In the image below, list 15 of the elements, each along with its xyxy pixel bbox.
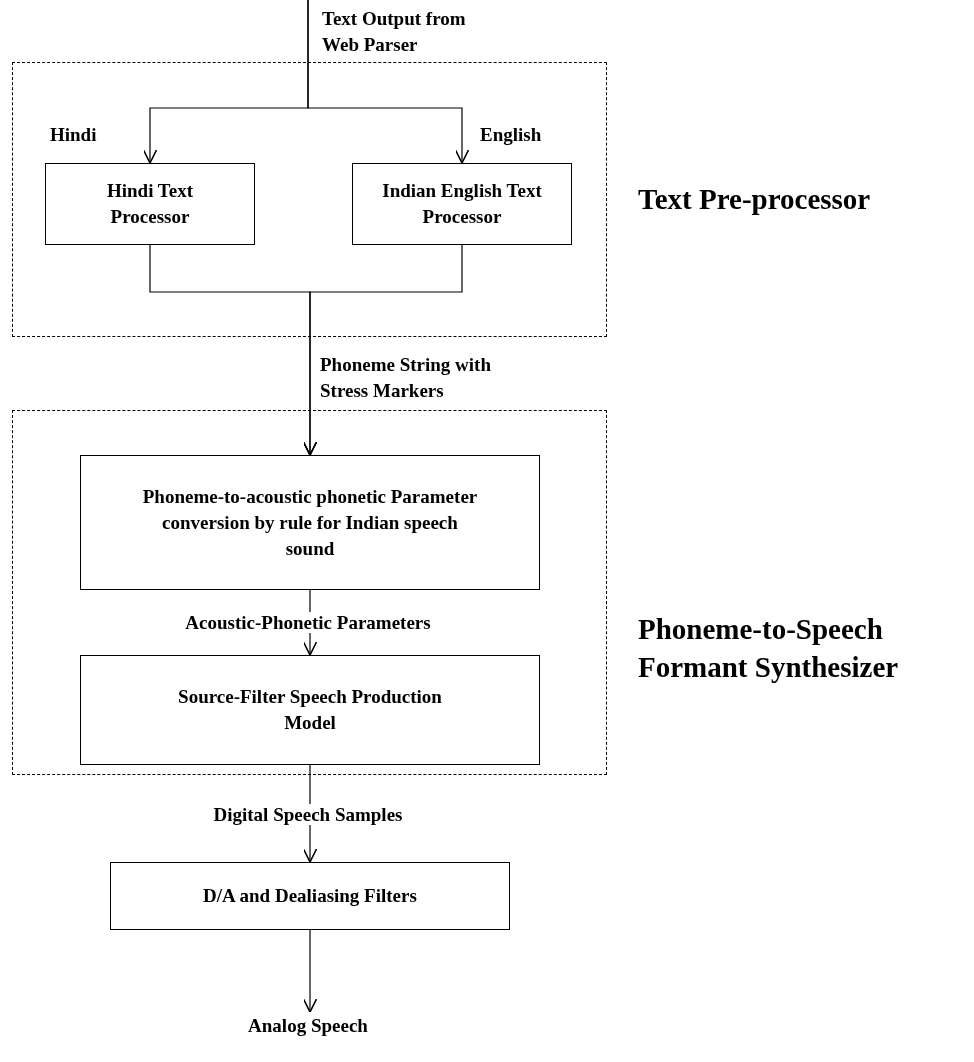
edge-label: English <box>480 124 542 145</box>
process-box: Hindi Text Processor <box>45 163 255 245</box>
arrow <box>302 244 463 456</box>
arrow <box>307 0 470 164</box>
edge-label: Phoneme String with Stress Markers <box>320 354 491 401</box>
output-text: Analog Speech <box>208 1012 408 1040</box>
arrow <box>302 929 318 1013</box>
process-box: D/A and Dealiasing Filters <box>110 862 510 930</box>
group-heading: Phoneme-to-Speech Formant Synthesizer <box>638 612 900 685</box>
group-heading: Text Pre-processor <box>638 182 872 217</box>
edge-label: Hindi <box>50 124 97 145</box>
process-box: Indian English Text Processor <box>352 163 572 245</box>
process-box: Phoneme-to-acoustic phonetic Parameter conversion by rule for Indian speech sound <box>80 455 540 590</box>
process-box: Source-Filter Speech Production Model <box>80 655 540 765</box>
input-label: Text Output from Web Parser <box>322 7 467 57</box>
